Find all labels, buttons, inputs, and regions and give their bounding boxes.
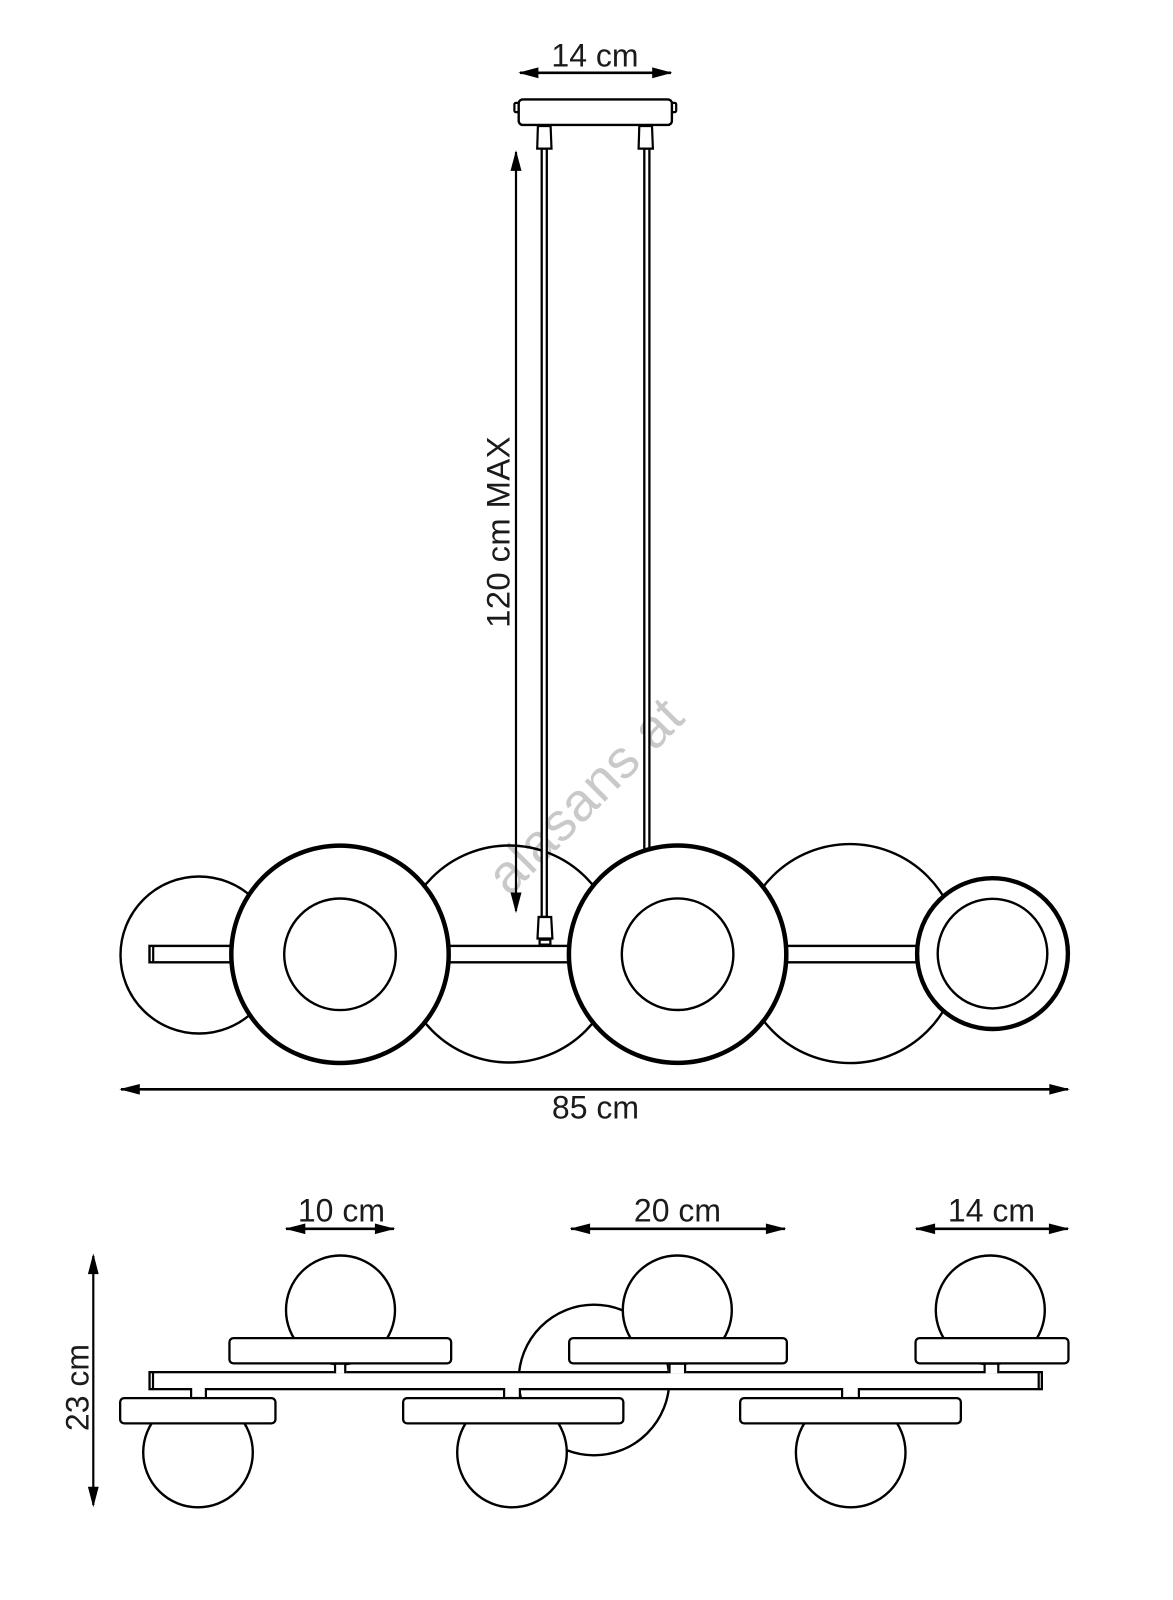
- svg-text:20 cm: 20 cm: [634, 1193, 721, 1229]
- svg-text:120 cm MAX: 120 cm MAX: [480, 436, 517, 628]
- svg-text:23 cm: 23 cm: [60, 1344, 96, 1431]
- svg-text:14 cm: 14 cm: [948, 1193, 1035, 1229]
- svg-text:85 cm: 85 cm: [552, 1090, 639, 1126]
- svg-text:10 cm: 10 cm: [298, 1193, 385, 1229]
- svg-text:14 cm: 14 cm: [551, 38, 638, 74]
